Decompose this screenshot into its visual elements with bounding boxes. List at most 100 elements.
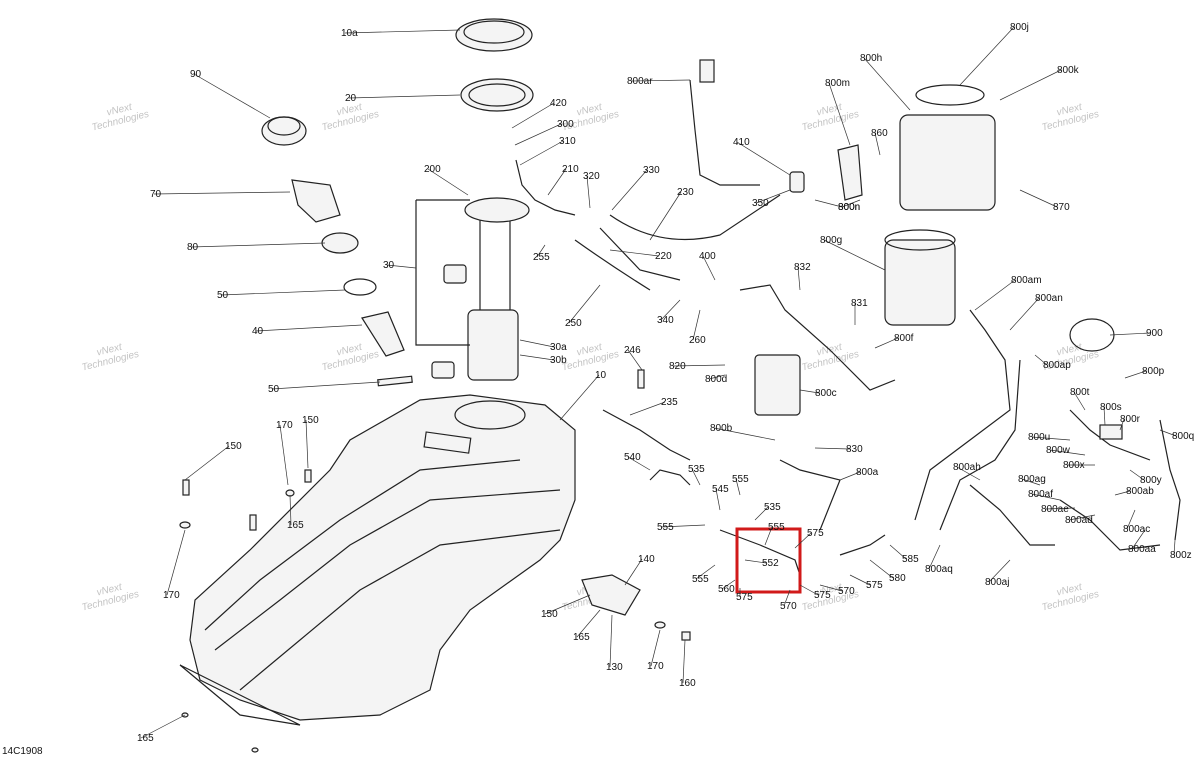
callout-800ae: 800ae (1041, 504, 1069, 515)
bolt-150-mid (249, 514, 257, 531)
leader-575 (849, 574, 871, 586)
filter-800c (754, 354, 801, 416)
callout-555: 555 (768, 522, 785, 533)
charcoal-canister-top (884, 229, 956, 251)
callout-800ac: 800ac (1123, 524, 1150, 535)
fuel-tank-base-flange (179, 664, 301, 726)
callout-330: 330 (643, 165, 660, 176)
hose-220 (599, 227, 681, 281)
callout-70: 70 (150, 189, 162, 200)
leader-255 (536, 244, 546, 258)
callout-800j: 800j (1010, 22, 1029, 33)
callout-230: 230 (677, 187, 694, 198)
hose-800a (779, 459, 841, 531)
callout-246: 246 (624, 345, 641, 356)
leader-540 (627, 456, 651, 471)
leader-320 (586, 175, 591, 209)
leader-150 (184, 445, 230, 481)
leader-800ar (630, 79, 691, 82)
callout-535: 535 (764, 502, 781, 513)
leader-10 (559, 374, 600, 421)
leader-800y (1129, 469, 1145, 481)
callout-800k: 800k (1057, 65, 1080, 76)
check-valve-800r (1099, 424, 1123, 440)
fuel-lines-lower (581, 409, 886, 616)
leader-330 (611, 169, 648, 211)
callout-165: 165 (137, 733, 154, 744)
callout-10: 10 (595, 370, 607, 381)
leader-570 (819, 584, 843, 592)
hose-800aa (1059, 499, 1161, 551)
leader-250 (568, 284, 601, 324)
callout-575: 575 (736, 592, 753, 603)
callout-800ab: 800ab (1126, 486, 1154, 497)
leader-585 (889, 544, 907, 560)
callout-800s: 800s (1100, 402, 1122, 413)
callout-350: 350 (752, 198, 769, 209)
leader-800d (708, 374, 726, 380)
callout-870: 870 (1053, 202, 1070, 213)
callout-570: 570 (780, 601, 797, 612)
leader-552 (744, 559, 767, 564)
callout-545: 545 (712, 484, 729, 495)
leader-310 (519, 140, 564, 166)
leader-50 (220, 289, 346, 296)
leader-30b (519, 354, 555, 361)
callout-580: 580 (889, 573, 906, 584)
leader-400 (702, 255, 716, 281)
charcoal-canister-800g (884, 239, 956, 326)
clip-block (431, 361, 455, 379)
callout-30a: 30a (550, 342, 567, 353)
leader-800af (1031, 493, 1061, 501)
callout-832: 832 (794, 262, 811, 273)
leader-575 (799, 584, 819, 596)
callout-310: 310 (559, 136, 576, 147)
leader-30 (386, 264, 417, 269)
leader-30a (519, 339, 555, 348)
leader-160 (682, 639, 686, 684)
callout-200: 200 (424, 164, 441, 175)
wire-800ar (689, 79, 760, 186)
leader-800n (814, 199, 843, 208)
leader-220 (609, 249, 660, 257)
leader-560 (721, 579, 736, 590)
leader-246 (627, 349, 643, 371)
vent-hoses (515, 59, 805, 291)
canister-bracket-800h (899, 114, 996, 211)
leader-150 (305, 419, 309, 469)
fuel-tank-body (189, 394, 576, 721)
hose-800am (939, 359, 1021, 531)
filler-neck-70 (291, 179, 341, 223)
callout-30b: 30b (550, 355, 567, 366)
fitting-580 (839, 534, 886, 556)
leader-830 (814, 447, 851, 450)
callout-170: 170 (163, 590, 180, 601)
leader-210 (547, 168, 567, 196)
callout-800x: 800x (1063, 460, 1085, 471)
callout-150: 150 (225, 441, 242, 452)
hose-800e (739, 284, 896, 391)
callout-800m: 800m (825, 78, 850, 89)
leader-555 (764, 526, 773, 546)
callout-800ap: 800ap (1043, 360, 1071, 371)
hose-800an (914, 309, 1011, 521)
fuel-tank-ridge-3 (239, 529, 561, 691)
fuel-tank (179, 394, 576, 726)
callout-20: 20 (345, 93, 357, 104)
leader-800r (1119, 418, 1125, 431)
valve-410 (789, 171, 805, 193)
leader-10a (344, 29, 461, 34)
callout-800ag: 800ag (1018, 474, 1046, 485)
leader-800ad (1068, 514, 1096, 521)
callout-555: 555 (657, 522, 674, 533)
leader-800k (999, 69, 1062, 101)
leader-820 (672, 364, 726, 367)
leader-800aj (988, 559, 1011, 583)
drawing-code: 14C1908 (2, 746, 43, 757)
callout-800w: 800w (1046, 445, 1071, 456)
hose-230 (609, 194, 781, 241)
